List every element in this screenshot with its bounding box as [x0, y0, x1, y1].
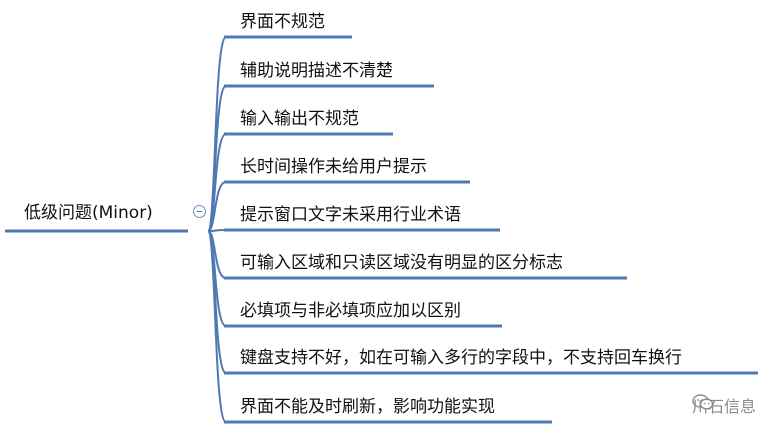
child-topic-9[interactable]: 界面不能及时刷新，影响功能实现 [240, 397, 495, 417]
watermark: 川石信息 [692, 393, 756, 417]
wechat-icon [692, 394, 714, 410]
child-topic-5[interactable]: 提示窗口文字未采用行业术语 [240, 205, 461, 225]
root-topic-label[interactable]: 低级问题(Minor) [24, 203, 153, 223]
child-topic-1[interactable]: 界面不规范 [240, 12, 325, 32]
collapse-toggle-icon[interactable] [193, 205, 206, 218]
child-topic-3[interactable]: 输入输出不规范 [240, 109, 359, 129]
child-topic-6[interactable]: 可输入区域和只读区域没有明显的区分标志 [240, 253, 563, 273]
branch-connector [207, 229, 227, 232]
child-topic-4[interactable]: 长时间操作未给用户提示 [240, 157, 427, 177]
branch-connector [207, 181, 227, 232]
child-topic-8[interactable]: 键盘支持不好，如在可输入多行的字段中，不支持回车换行 [240, 348, 682, 368]
branch-connector [207, 230, 227, 423]
child-topic-2[interactable]: 辅助说明描述不清楚 [240, 61, 393, 81]
child-topic-7[interactable]: 必填项与非必填项应加以区别 [240, 301, 461, 321]
